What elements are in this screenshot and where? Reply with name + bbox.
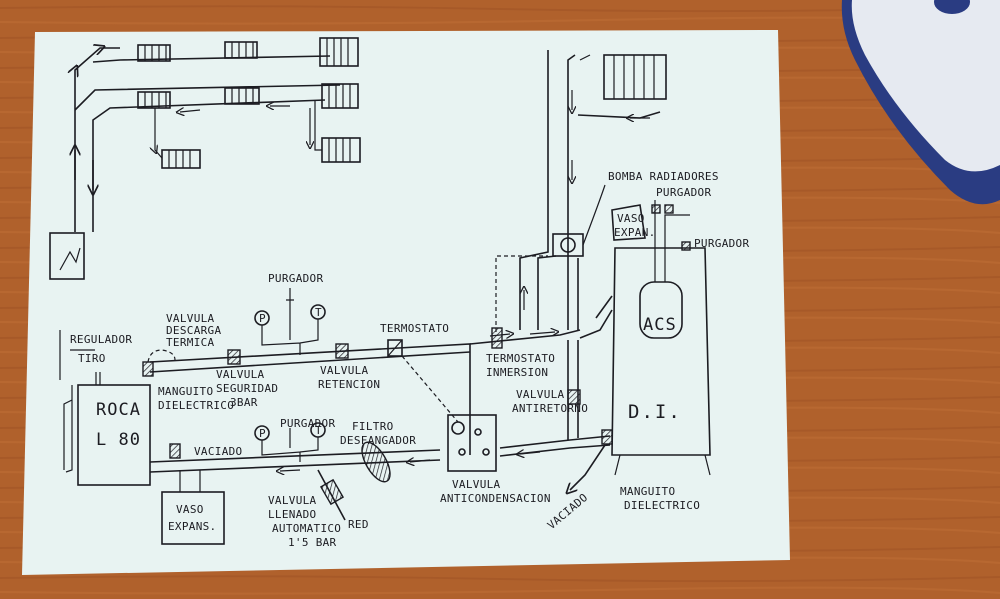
expansion-vessel-left bbox=[161, 470, 225, 545]
valvula-retencion bbox=[335, 343, 349, 359]
purgador-right-label: PURGADOR bbox=[656, 186, 711, 199]
purgador-top-label: PURGADOR bbox=[268, 272, 323, 285]
red-label: RED bbox=[348, 518, 369, 531]
filtro-label-1: FILTRO bbox=[352, 420, 394, 433]
bomba-radiadores-label: BOMBA RADIADORES bbox=[608, 170, 719, 183]
valvula-antiretorno bbox=[567, 389, 581, 405]
termostato-inmersion-label-2: INMERSION bbox=[486, 366, 548, 379]
vaso-expan-right-label-2: EXPAN. bbox=[614, 226, 656, 239]
anticondensacion-label-1: VALVULA bbox=[452, 478, 501, 491]
purgador-group-top: P T bbox=[254, 288, 326, 355]
svg-text:P: P bbox=[259, 427, 266, 440]
boiler-label-1: ROCA bbox=[96, 400, 141, 420]
radiator-top-right bbox=[577, 54, 667, 118]
valvula-retencion-label-2: RETENCION bbox=[318, 378, 380, 391]
vaciado-valve-left bbox=[169, 443, 181, 459]
valvula-descarga-label-2: DESCARGA bbox=[166, 324, 221, 337]
valvula-anticondensacion-symbol bbox=[401, 355, 497, 472]
valvula-retencion-label-1: VALVULA bbox=[320, 364, 369, 377]
expansion-vessel-right bbox=[611, 204, 674, 241]
radiator-4 bbox=[137, 91, 171, 109]
valvula-llenado-label-3: AUTOMATICO bbox=[272, 522, 341, 535]
svg-text:T: T bbox=[315, 306, 322, 319]
valvula-descarga-label-3: TERMICA bbox=[166, 336, 215, 349]
anticondensacion-label-2: ANTICONDENSACION bbox=[440, 492, 551, 505]
valvula-llenado-label-4: 1'5 BAR bbox=[288, 536, 337, 549]
valvula-antiretorno-label-2: ANTIRETORNO bbox=[512, 402, 588, 415]
acs-label: ACS bbox=[643, 315, 677, 335]
vaciado-right-pipe bbox=[570, 444, 606, 490]
purgador-bottom-label: PURGADOR bbox=[280, 417, 335, 430]
radiator-2 bbox=[224, 41, 258, 59]
manguito-right-label-2: DIELECTRICO bbox=[624, 499, 700, 512]
termostato-inmersion-label-1: TERMOSTATO bbox=[486, 352, 555, 365]
vaciado-left-label: VACIADO bbox=[194, 445, 242, 458]
filtro-desfangador-symbol bbox=[361, 441, 391, 483]
manguito-left-label-2: DIELECTRICO bbox=[158, 399, 234, 412]
manguito-left-label-1: MANGUITO bbox=[158, 385, 213, 398]
radiator-3 bbox=[319, 37, 359, 67]
termostato-symbol bbox=[387, 339, 403, 357]
purgador-tank-label: PURGADOR bbox=[694, 237, 749, 250]
vaso-expans-label-2: EXPANS. bbox=[168, 520, 216, 533]
termostato-label: TERMOSTATO bbox=[380, 322, 449, 335]
vaso-expan-right-label-1: VASO bbox=[617, 212, 645, 225]
valvula-antiretorno-label-1: VALVULA bbox=[516, 388, 565, 401]
manguito-dielectrico-left bbox=[142, 361, 154, 377]
valvula-seguridad-label-2: SEGURIDAD bbox=[216, 382, 278, 395]
radiator-5 bbox=[224, 87, 260, 105]
radiator-1 bbox=[137, 44, 171, 62]
manguito-dielectrico-right bbox=[601, 429, 613, 445]
svg-text:T: T bbox=[315, 424, 322, 437]
di-label: D.I. bbox=[628, 401, 682, 423]
regulador-tiro-label-2: TIRO bbox=[78, 352, 106, 365]
regulador-tiro-label-1: REGULADOR bbox=[70, 333, 132, 346]
radiator-network bbox=[49, 37, 361, 280]
valvula-llenado-symbol bbox=[317, 469, 346, 521]
purgador-group-bottom: P T bbox=[254, 422, 326, 462]
svg-text:P: P bbox=[259, 312, 266, 325]
termostato-inmersion-symbol bbox=[491, 327, 503, 349]
valvula-llenado-label-1: VALVULA bbox=[268, 494, 317, 507]
valvula-descarga-label-1: VALVULA bbox=[166, 312, 215, 325]
boiler-label-2: L 80 bbox=[96, 430, 141, 450]
vaso-expans-label-1: VASO bbox=[176, 503, 204, 516]
computer-mouse bbox=[841, 0, 1000, 205]
filtro-label-2: DESFANGADOR bbox=[340, 434, 416, 447]
valvula-seguridad bbox=[227, 349, 241, 365]
fireplace-symbol bbox=[49, 232, 85, 280]
manguito-right-label-1: MANGUITO bbox=[620, 485, 675, 498]
valvula-seguridad-label-3: 3BAR bbox=[230, 396, 258, 409]
radiator-6 bbox=[321, 83, 359, 109]
paper-sheet bbox=[22, 30, 790, 575]
bomba-radiadores-symbol bbox=[552, 184, 606, 257]
radiator-7 bbox=[161, 149, 201, 169]
valvula-llenado-label-2: LLENADO bbox=[268, 508, 316, 521]
boiler-roca bbox=[59, 330, 151, 486]
valvula-seguridad-label-1: VALVULA bbox=[216, 368, 265, 381]
